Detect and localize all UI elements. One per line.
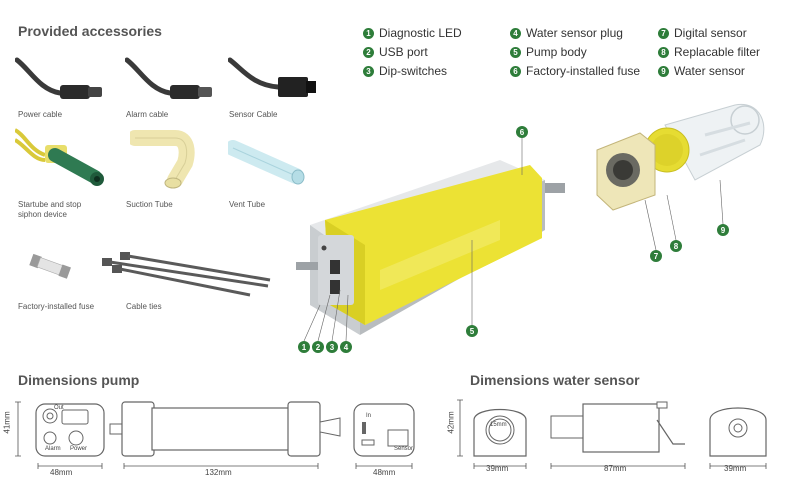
alarm-cable-label: Alarm cable bbox=[126, 110, 169, 119]
cable-ties-label: Cable ties bbox=[126, 302, 162, 311]
startube-label: Startube and stop siphon device bbox=[18, 200, 82, 219]
callout-1: 1 bbox=[298, 341, 310, 353]
sensor-inner-label: 15mm bbox=[490, 422, 507, 428]
pump-front-power-label: Power bbox=[70, 446, 88, 452]
accessories-title: Provided accessories bbox=[18, 23, 162, 39]
pump-back-in-label: In bbox=[366, 413, 372, 419]
callout-2: 2 bbox=[312, 341, 324, 353]
sensor-height-label: 42mm bbox=[446, 411, 456, 434]
vent-tube-label: Vent Tube bbox=[229, 200, 266, 209]
sensor-front-view bbox=[457, 399, 527, 469]
pump-side-view bbox=[109, 401, 341, 469]
sensor-length-label: 87mm bbox=[604, 464, 627, 473]
callout-7: 7 bbox=[650, 250, 662, 262]
sensor-back-width-label: 39mm bbox=[724, 464, 747, 473]
sensor-front-width-label: 39mm bbox=[486, 464, 509, 473]
pump-front-width-label: 48mm bbox=[50, 468, 73, 477]
suction-tube-image bbox=[130, 130, 195, 189]
callout-5: 5 bbox=[466, 325, 478, 337]
sensor-side-view bbox=[550, 401, 686, 469]
pump-front-out-label: Out bbox=[54, 405, 64, 411]
sensor-cable-label: Sensor Cable bbox=[229, 110, 278, 119]
cable-ties-image bbox=[102, 252, 271, 297]
callout-6: 6 bbox=[516, 126, 528, 138]
pump-illustration bbox=[296, 160, 565, 335]
callout-3: 3 bbox=[326, 341, 338, 353]
alarm-cable-image bbox=[125, 57, 212, 99]
sensor-back-view bbox=[709, 407, 767, 469]
pump-front-view bbox=[15, 401, 105, 469]
callout-4: 4 bbox=[340, 341, 352, 353]
sensor-cable-image bbox=[228, 57, 316, 97]
pump-back-view bbox=[353, 403, 415, 469]
sensor-illustration bbox=[596, 103, 765, 211]
suction-tube-label: Suction Tube bbox=[126, 200, 173, 209]
startube-image bbox=[15, 128, 104, 186]
pump-length-label: 132mm bbox=[205, 468, 232, 477]
dimensions-pump-title: Dimensions pump bbox=[18, 372, 140, 388]
vent-tube-image bbox=[228, 140, 305, 185]
pump-front-alarm-label: Alarm bbox=[45, 446, 61, 452]
pump-back-width-label: 48mm bbox=[373, 468, 396, 477]
pump-height-label: 41mm bbox=[2, 411, 12, 434]
callout-lines bbox=[303, 138, 724, 342]
fuse-label: Factory-installed fuse bbox=[18, 302, 95, 311]
power-cable-label: Power cable bbox=[18, 110, 63, 119]
dimensions-sensor-title: Dimensions water sensor bbox=[470, 372, 640, 388]
callout-9: 9 bbox=[717, 224, 729, 236]
pump-back-sensor-label: Sensor bbox=[394, 446, 414, 452]
power-cable-image bbox=[15, 57, 102, 99]
callout-8: 8 bbox=[670, 240, 682, 252]
fuse-image bbox=[29, 253, 71, 279]
